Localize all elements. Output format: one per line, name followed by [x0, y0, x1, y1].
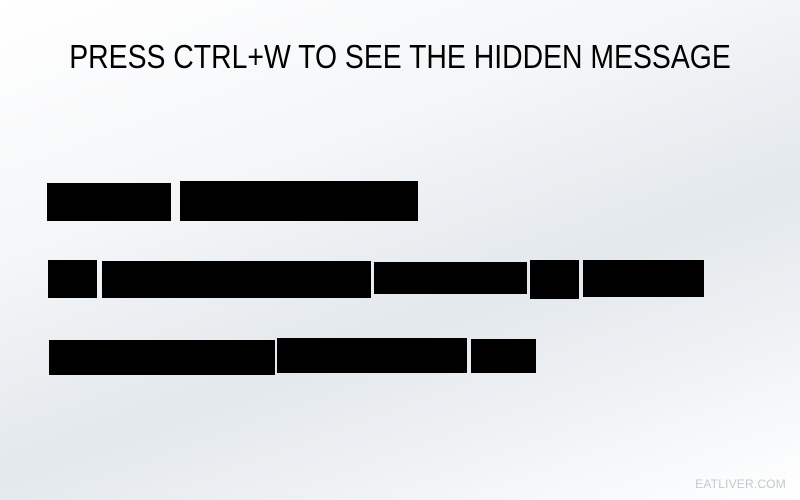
redaction-bar [471, 339, 536, 373]
redaction-bar [48, 260, 97, 298]
redaction-bar [180, 181, 418, 221]
headline: PRESS CTRL+W TO SEE THE HIDDEN MESSAGE [69, 38, 731, 75]
redaction-bar [47, 183, 171, 221]
redaction-bar [102, 261, 371, 298]
watermark: EATLIVER.COM [695, 477, 786, 491]
redaction-bar [277, 338, 467, 373]
redaction-bar [583, 260, 704, 297]
redaction-bar [530, 260, 579, 299]
redaction-bar [49, 340, 275, 375]
redaction-bar [374, 262, 527, 294]
